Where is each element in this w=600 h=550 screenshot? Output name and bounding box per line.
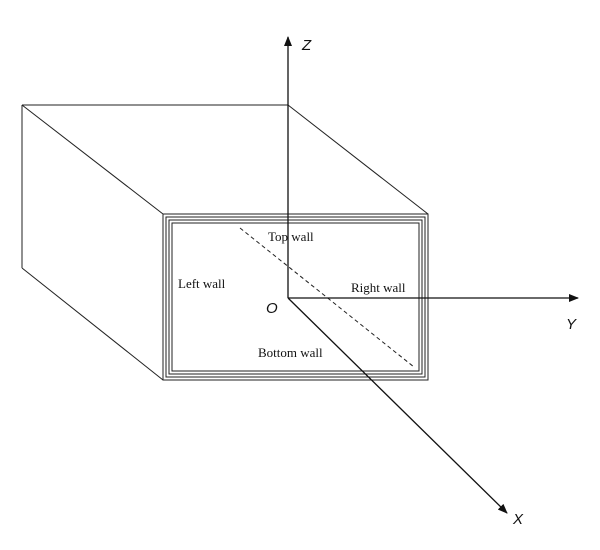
x-axis-label: X [512,511,524,528]
front-face [162,213,429,381]
top-wall-label: Top wall [268,229,314,244]
y-axis-label: Y [566,316,577,333]
coordinate-axes [284,36,579,514]
dashed-diagonal [239,227,415,368]
depth-top-left-edge [21,104,164,215]
front-face-frame-2 [165,216,426,378]
bottom-wall-label: Bottom wall [258,345,323,360]
front-face-frame-3 [168,219,423,375]
depth-top-right-edge [287,104,429,215]
origin-label: O [266,300,278,317]
front-face-outer-frame [162,213,429,381]
left-wall-label: Left wall [178,276,226,291]
x-axis [287,297,508,514]
z-axis-label: Z [301,37,312,54]
depth-bottom-left-edge [21,267,164,381]
right-wall-label: Right wall [351,280,406,295]
front-face-inner-frame [171,222,420,372]
box-outline [21,104,429,381]
